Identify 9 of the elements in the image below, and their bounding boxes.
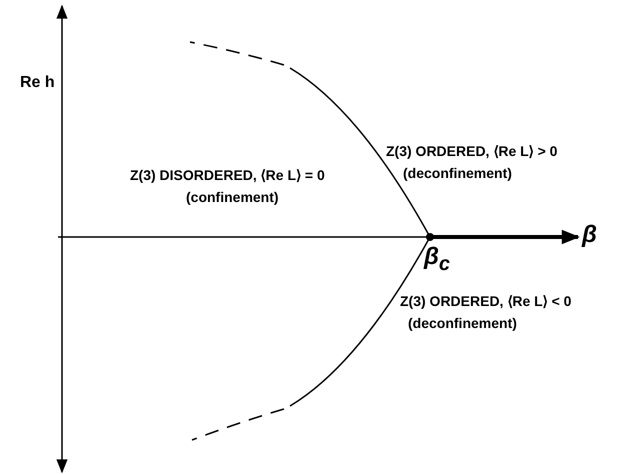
- axis-label: Re h: [20, 74, 55, 92]
- phase-note: (deconfinement): [403, 166, 512, 182]
- phase-label: Z(3) DISORDERED, ⟨Re L⟩ = 0: [130, 168, 325, 184]
- phase-label: Z(3) ORDERED, ⟨Re L⟩ > 0: [386, 144, 558, 160]
- phase-note: (deconfinement): [408, 316, 517, 332]
- phase-label: Z(3) ORDERED, ⟨Re L⟩ < 0: [400, 294, 572, 310]
- phase-note: (confinement): [186, 190, 279, 206]
- critical-point-label: β$_{c}$: [424, 244, 450, 275]
- axis-label: β: [582, 222, 597, 248]
